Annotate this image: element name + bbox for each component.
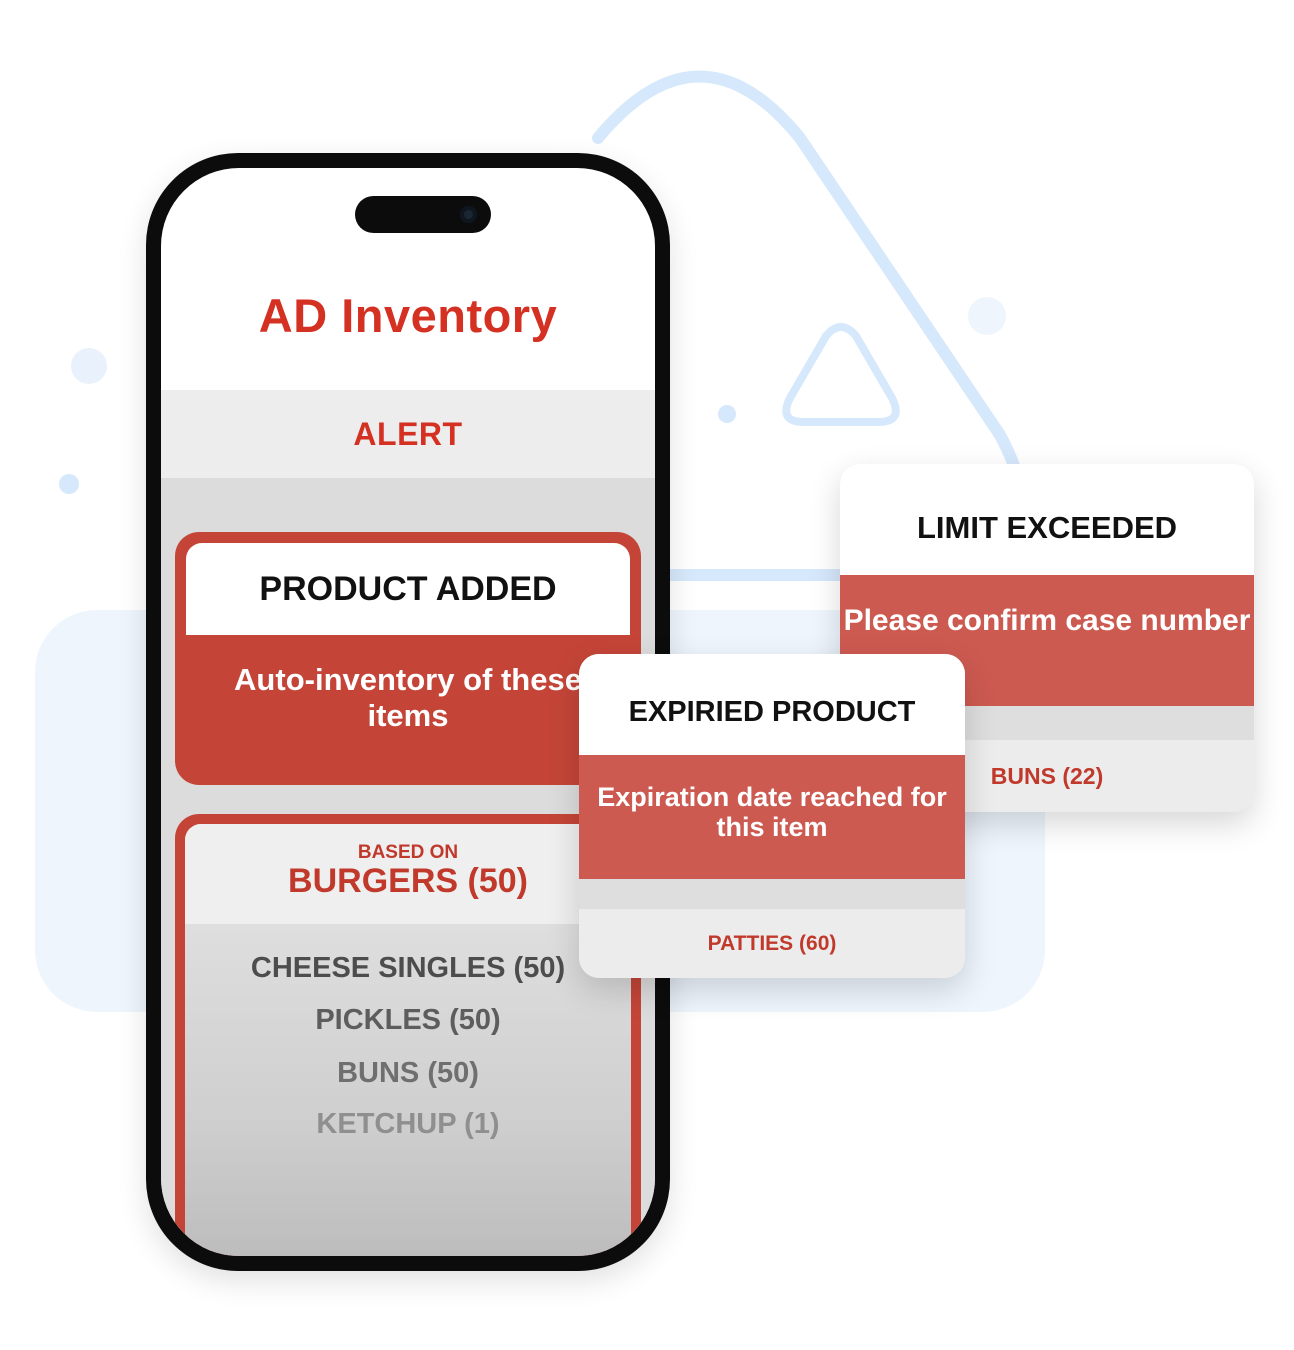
ingredient-item: PICKLES (50) [315, 1004, 501, 1036]
alert-list: PRODUCT ADDED Auto-inventory of these it… [161, 478, 655, 1256]
expired-product-item: PATTIES (60) [707, 932, 837, 955]
phone-notch [355, 196, 491, 233]
phone-screen: AD Inventory ALERT PRODUCT ADDED Auto-in… [161, 168, 655, 1256]
based-on-card[interactable]: BASED ON BURGERS (50) CHEESE SINGLES (50… [175, 814, 641, 1256]
small-warning-triangle-icon [782, 323, 900, 426]
app-title: AD Inventory [258, 289, 558, 342]
based-on-header: BASED ON BURGERS (50) [185, 824, 631, 924]
expired-product-message: Expiration date reached for this item [579, 755, 965, 879]
ingredient-item: CHEESE SINGLES (50) [250, 952, 566, 984]
based-on-content: BASED ON BURGERS (50) CHEESE SINGLES (50… [185, 824, 631, 1256]
limit-exceeded-item: BUNS (22) [990, 763, 1104, 789]
based-on-item: BURGERS (50) [288, 862, 528, 900]
product-added-heading: PRODUCT ADDED [186, 543, 630, 635]
divider [579, 879, 965, 909]
expired-product-heading: EXPIRIED PRODUCT [579, 654, 965, 755]
camera-icon [460, 206, 477, 223]
product-added-message: Auto-inventory of these items [234, 662, 582, 733]
ingredient-item: KETCHUP (1) [316, 1108, 500, 1140]
limit-exceeded-heading: LIMIT EXCEEDED [840, 464, 1254, 575]
based-on-label: BASED ON [357, 842, 459, 863]
ingredient-item: BUNS (50) [337, 1057, 479, 1089]
alert-tab[interactable]: ALERT [161, 390, 655, 478]
expired-product-card[interactable]: EXPIRIED PRODUCT Expiration date reached… [579, 654, 965, 978]
product-added-card[interactable]: PRODUCT ADDED Auto-inventory of these it… [175, 532, 641, 785]
